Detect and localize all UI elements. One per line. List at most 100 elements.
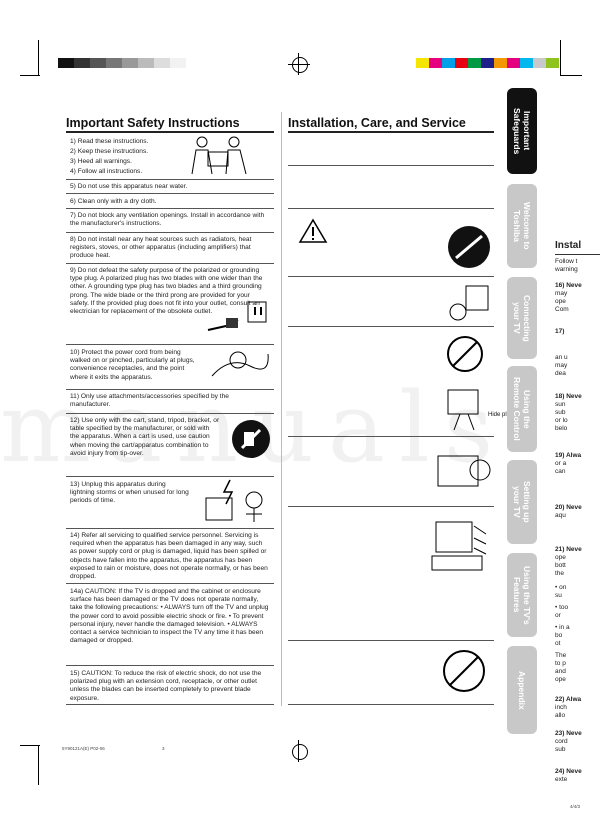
right-strip-line: 24) Neve bbox=[555, 768, 582, 775]
right-strip-line: belo bbox=[555, 425, 568, 432]
right-strip-title: Instal bbox=[555, 240, 582, 251]
right-strip-line: or bbox=[555, 612, 561, 619]
no-extension-cord-icon bbox=[443, 650, 485, 692]
no-cart-icon bbox=[448, 226, 490, 268]
right-strip-line: sun bbox=[555, 401, 566, 408]
right-strip-line: 23) Neve bbox=[555, 730, 582, 737]
divider bbox=[288, 640, 494, 641]
crop-mark bbox=[560, 75, 582, 76]
right-strip-line: 20) Neve bbox=[555, 504, 582, 511]
middle-title: Installation, Care, and Service bbox=[288, 116, 466, 130]
right-strip-line: ope bbox=[555, 676, 566, 683]
registration-mark bbox=[292, 57, 308, 73]
crop-mark bbox=[38, 40, 39, 75]
right-strip-line: inch bbox=[555, 704, 567, 711]
divider bbox=[288, 276, 494, 277]
safety-item-5: 5) Do not use this apparatus near water. bbox=[70, 183, 188, 190]
right-strip-line: Follow t bbox=[555, 258, 578, 265]
right-strip-line: an u bbox=[555, 354, 568, 361]
reading-people-illustration bbox=[191, 136, 247, 175]
footer-right: 4/4/3 bbox=[570, 804, 581, 809]
right-strip-line: • on bbox=[555, 584, 567, 591]
right-strip-line: 19) Alwa bbox=[555, 452, 582, 459]
hide-plug-label: Hide plug bbox=[488, 412, 514, 418]
crop-mark bbox=[20, 75, 40, 76]
divider bbox=[66, 528, 274, 529]
right-strip-line: ope bbox=[555, 298, 566, 305]
right-strip-line: • too bbox=[555, 604, 569, 611]
safety-item-10: 10) Protect the power cord from being wa… bbox=[70, 349, 195, 381]
title-rule bbox=[288, 131, 494, 133]
right-strip-line: can bbox=[555, 468, 566, 475]
lightning-storm-illustration bbox=[205, 479, 263, 522]
right-strip-line: cord bbox=[555, 738, 568, 745]
safety-item-9: 9) Do not defeat the safety purpose of t… bbox=[70, 267, 263, 316]
right-strip-line: aqu bbox=[555, 512, 566, 519]
crop-mark bbox=[38, 745, 39, 785]
tab-appendix[interactable]: Appendix bbox=[507, 646, 537, 734]
safety-item-15: 15) CAUTION: To reduce the risk of elect… bbox=[70, 670, 262, 702]
right-strip-line: The bbox=[555, 652, 567, 659]
right-strip-line: sub bbox=[555, 746, 566, 753]
right-strip-line: Com bbox=[555, 306, 569, 313]
right-strip-line: warning bbox=[555, 266, 578, 273]
divider bbox=[288, 165, 494, 166]
divider bbox=[288, 326, 494, 327]
right-strip-line: ope bbox=[555, 554, 566, 561]
crop-mark bbox=[560, 40, 561, 75]
right-strip-line: sub bbox=[555, 409, 566, 416]
right-strip-line: • in a bbox=[555, 624, 570, 631]
right-strip-line: to p bbox=[555, 660, 566, 667]
warning-triangle-icon bbox=[298, 218, 328, 243]
divider bbox=[66, 583, 274, 584]
enclosure-illustration bbox=[437, 455, 491, 487]
right-strip-line: dea bbox=[555, 370, 566, 377]
right-strip-line: and bbox=[555, 668, 566, 675]
safety-item-8: 8) Do not install near any heat sources … bbox=[70, 236, 252, 260]
right-strip-line: bo bbox=[555, 632, 563, 639]
divider bbox=[66, 665, 274, 666]
right-strip-line: allo bbox=[555, 712, 566, 719]
no-liquid-illustration bbox=[447, 336, 483, 372]
registration-mark bbox=[288, 64, 310, 65]
safety-item-13: 13) Unplug this apparatus during lightni… bbox=[70, 481, 189, 505]
divider bbox=[66, 704, 274, 705]
safety-item-12: 12) Use only with the cart, stand, tripo… bbox=[70, 417, 220, 457]
tab-using-tv-features[interactable]: Using the TV's Features bbox=[507, 553, 537, 637]
right-strip-line: bott bbox=[555, 562, 566, 569]
title-rule bbox=[66, 131, 274, 133]
safety-item-2: 2) Keep these instructions. bbox=[70, 148, 149, 155]
right-strip-line: 21) Neve bbox=[555, 546, 582, 553]
plug-illustration bbox=[207, 301, 267, 331]
right-strip-line: may bbox=[555, 290, 568, 297]
right-strip-line: or a bbox=[555, 460, 567, 467]
registration-mark bbox=[298, 740, 299, 762]
safety-item-6: 6) Clean only with a dry cloth. bbox=[70, 198, 157, 205]
divider bbox=[66, 193, 274, 194]
safety-item-14a: 14a) CAUTION: If the TV is dropped and t… bbox=[70, 588, 269, 645]
divider bbox=[288, 506, 494, 507]
tab-setting-up-your-tv[interactable]: Setting up your TV bbox=[507, 460, 537, 544]
divider bbox=[288, 704, 494, 705]
right-strip-line: exte bbox=[555, 776, 568, 783]
tab-welcome-to-toshiba[interactable]: Welcome to Toshiba bbox=[507, 184, 537, 268]
tab-connecting-your-tv[interactable]: Connecting your TV bbox=[507, 277, 537, 359]
right-strip-line: 17) bbox=[555, 328, 565, 335]
color-bar bbox=[416, 58, 559, 68]
tv-wall-illustration bbox=[447, 389, 479, 431]
footer-code: 5Y90121A(E) P02-06 bbox=[62, 746, 105, 751]
divider bbox=[66, 413, 274, 414]
grayscale-bar bbox=[58, 58, 186, 68]
right-strip-line: 22) Alwa bbox=[555, 696, 582, 703]
tab-important-safeguards[interactable]: Important Safeguards bbox=[507, 88, 537, 174]
power-cord-illustration bbox=[211, 351, 269, 377]
tab-using-remote-control[interactable]: Using the Remote Control bbox=[507, 366, 537, 452]
divider bbox=[66, 344, 274, 345]
right-strip-line: 18) Neve bbox=[555, 393, 582, 400]
safety-item-14: 14) Refer all servicing to qualified ser… bbox=[70, 532, 268, 581]
footer-page: 3 bbox=[162, 746, 165, 751]
window-sun-illustration bbox=[449, 285, 489, 321]
divider bbox=[288, 208, 494, 209]
right-strip-line: or lo bbox=[555, 417, 568, 424]
no-cart-tipover-icon bbox=[232, 420, 270, 458]
